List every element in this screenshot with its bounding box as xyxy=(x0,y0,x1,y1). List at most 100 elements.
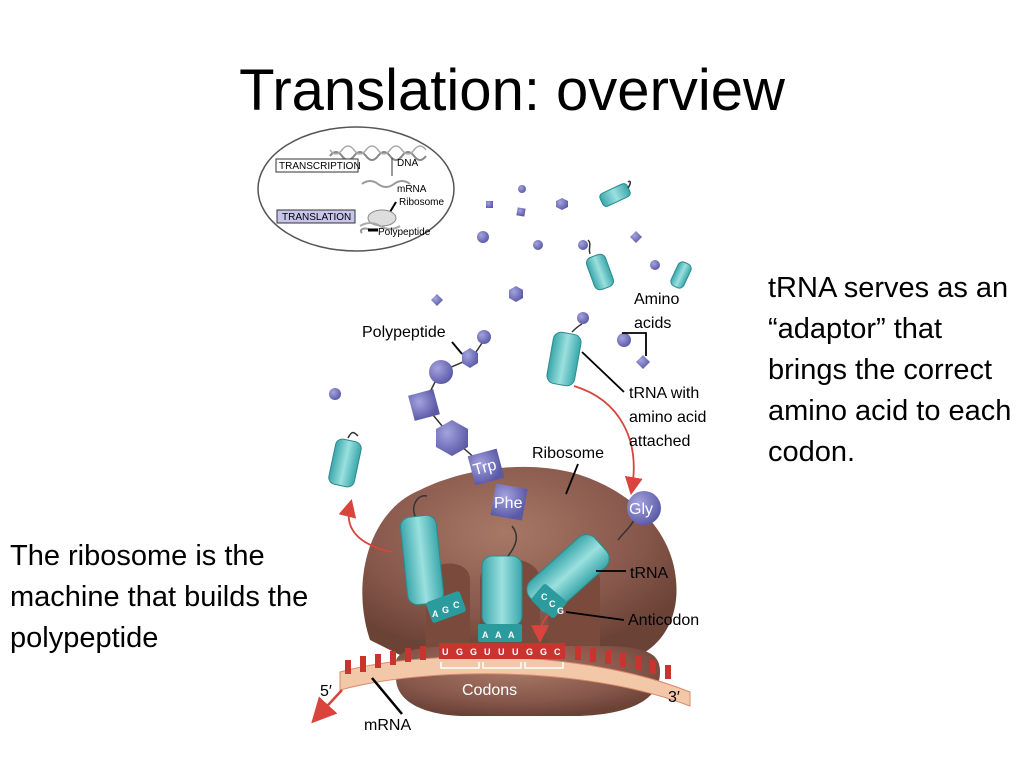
amino-acid xyxy=(429,360,453,384)
incoming-trna-arrow xyxy=(573,385,643,496)
mrna-base xyxy=(575,646,581,660)
three-prime-label: 3′ xyxy=(668,689,680,706)
codon-bracket xyxy=(524,662,564,669)
inset-mrna-strand xyxy=(361,180,411,188)
anticodon-letter: C xyxy=(541,592,548,602)
amino-acid xyxy=(516,207,526,217)
mrna-base xyxy=(665,665,671,679)
free-trna-right xyxy=(670,261,692,289)
trna-body xyxy=(481,555,523,627)
amino-acid xyxy=(577,312,589,324)
codon-letter: U xyxy=(498,647,505,657)
trna-tail xyxy=(617,519,635,541)
trna-adaptor-text: tRNA serves as an “adaptor” that brings … xyxy=(768,272,1012,468)
transcription-label: TRANSCRIPTION xyxy=(279,161,361,172)
codon-letter: C xyxy=(554,647,561,657)
trna-body xyxy=(328,438,362,488)
mrna-base xyxy=(650,660,656,674)
gly-label: Gly xyxy=(629,501,653,518)
mrna-base xyxy=(605,650,611,664)
polypeptide-label: Polypeptide xyxy=(362,324,446,341)
amino-acid xyxy=(477,231,489,243)
anticodon-region xyxy=(478,624,522,642)
codons-label: Codons xyxy=(462,682,517,699)
phe-amino-acid: Phe xyxy=(490,483,528,521)
inset-mrna-bottom xyxy=(359,222,401,230)
five-prime-label: 5′ xyxy=(320,683,332,700)
anticodon-letter: C xyxy=(549,599,556,609)
translation-box xyxy=(276,209,356,224)
free-amino-acids xyxy=(329,185,660,400)
amino-acid xyxy=(630,231,642,243)
codon-tiles xyxy=(439,643,565,659)
codon-bracket xyxy=(482,662,522,669)
polypeptide-chain xyxy=(408,330,509,501)
amino-acid xyxy=(578,240,588,250)
mrna-base xyxy=(360,656,366,672)
inset-ribosome-label: Ribosome xyxy=(399,197,444,208)
amino-acid xyxy=(486,201,493,208)
exiting-trna-arrow xyxy=(338,499,393,553)
codon-base xyxy=(509,643,523,659)
inset-ribosome-pointer xyxy=(389,201,397,213)
anticodon-letter: A xyxy=(432,609,439,619)
amino-acid xyxy=(477,330,491,344)
amino-acid xyxy=(436,420,468,456)
free-trna-left xyxy=(328,431,362,488)
trna-attached-pointer xyxy=(581,351,625,393)
codon-brackets xyxy=(440,662,564,669)
trna-tail xyxy=(587,239,591,255)
trna-e-site: A G C xyxy=(399,495,466,623)
amino-acid xyxy=(650,260,660,270)
trna-body xyxy=(670,261,692,289)
trp-amino-acid: Trp xyxy=(467,448,505,486)
mrna-base xyxy=(375,654,381,668)
anticodon-pairing-arrow xyxy=(531,614,550,644)
codon-letter: U xyxy=(484,647,491,657)
trna-p-site: A A A xyxy=(478,525,523,642)
mrna-label: mRNA xyxy=(364,717,411,734)
inset-mrna-label: mRNA xyxy=(397,184,427,195)
ribosome-pointer xyxy=(565,463,579,495)
amino-acid xyxy=(533,240,543,250)
amino-acid xyxy=(636,355,650,369)
amino-acid xyxy=(408,389,440,421)
codon-letters: U G G U U U G G C xyxy=(442,647,561,657)
mrna-base xyxy=(590,648,596,662)
codon-letter: G xyxy=(456,647,463,657)
trna-tail xyxy=(507,525,518,557)
codon-base xyxy=(467,643,481,659)
amino-acids-pointer xyxy=(622,332,647,356)
mrna-base xyxy=(635,656,641,670)
anticodon-letter: C xyxy=(453,600,460,610)
codon-base xyxy=(523,643,537,659)
trna-a-site: C C G xyxy=(526,519,635,618)
anticodon-letter: A xyxy=(508,630,515,640)
amino-acids-label: Amino xyxy=(634,291,679,308)
codon-letter: U xyxy=(512,647,519,657)
slide-title: Translation: overview xyxy=(239,58,785,123)
trp-square xyxy=(467,448,505,486)
mrna-base xyxy=(420,646,426,660)
amino-acid xyxy=(518,185,526,193)
anticodon-region xyxy=(426,591,466,623)
codon-letter: U xyxy=(442,647,449,657)
gly-amino-acid: Gly xyxy=(627,491,661,525)
phe-square xyxy=(490,483,528,521)
mrna-backbone xyxy=(339,656,691,707)
trna-tail xyxy=(571,323,583,333)
translation-label: TRANSLATION xyxy=(282,212,351,223)
mrna-pointer xyxy=(371,677,403,715)
mrna-base xyxy=(405,648,411,662)
codon-base xyxy=(453,643,467,659)
amino-acid xyxy=(556,198,568,210)
trna-body xyxy=(546,331,582,387)
mrna-direction-arrow xyxy=(311,689,343,724)
overview-inset: TRANSCRIPTION DNA mRNA Ribosome TRANSLAT… xyxy=(257,126,455,252)
codon-base xyxy=(481,643,495,659)
anticodon-region xyxy=(531,584,567,618)
amino-acid xyxy=(329,388,341,400)
codon-base xyxy=(495,643,509,659)
free-trna-top xyxy=(599,180,632,207)
